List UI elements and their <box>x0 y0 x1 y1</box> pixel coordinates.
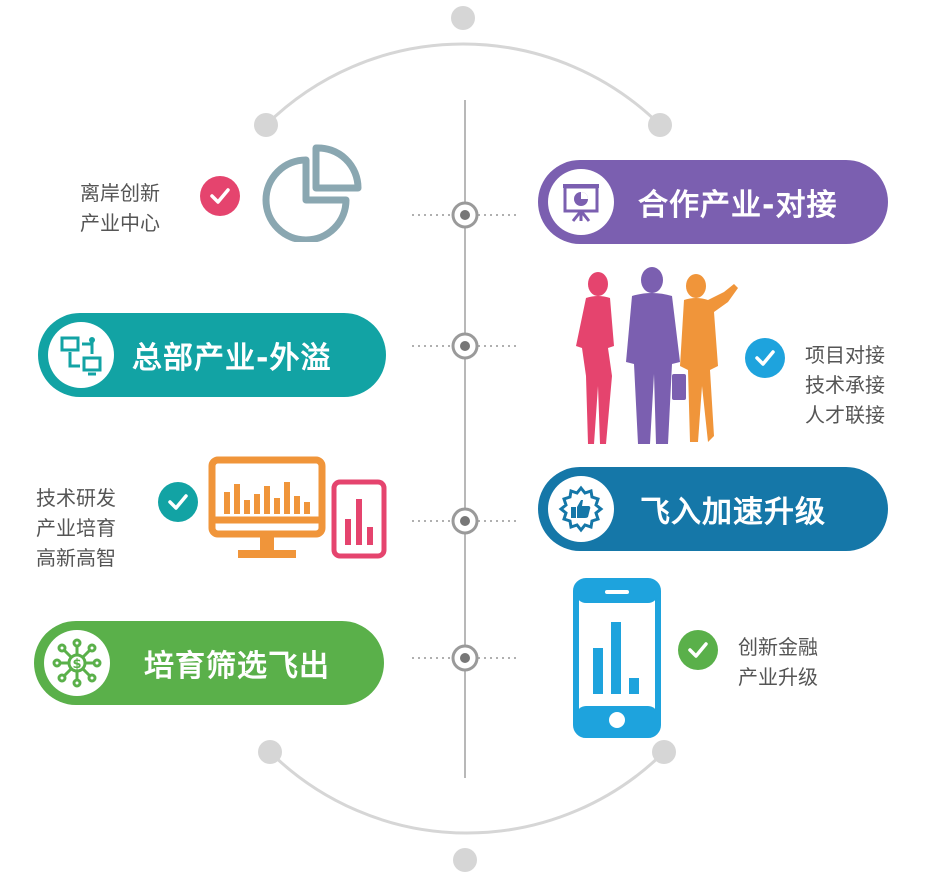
pill-label: 培育筛选飞出 <box>144 649 330 684</box>
note-line: 产业培育 <box>36 516 116 540</box>
note-line: 技术研发 <box>36 486 116 510</box>
arc-dot <box>453 848 477 872</box>
arc-dot <box>451 6 475 30</box>
note-line: 人才联接 <box>805 403 885 427</box>
note-line: 技术承接 <box>805 373 885 397</box>
note-project: 项目对接 技术承接 人才联接 <box>805 340 885 430</box>
arc-dot <box>254 113 278 137</box>
note-line: 项目对接 <box>805 343 885 367</box>
phone-bar-chart-icon <box>573 578 661 738</box>
pill-label: 飞入加速升级 <box>640 495 826 530</box>
check-icon <box>745 338 785 378</box>
check-icon <box>200 176 240 216</box>
thumbs-up-badge-icon <box>548 476 614 542</box>
note-line: 产业中心 <box>80 211 160 235</box>
dollar-network-icon: $ <box>44 630 110 696</box>
check-icon <box>678 630 718 670</box>
note-line: 高新高智 <box>36 546 116 570</box>
connector-node <box>412 644 518 672</box>
check-icon <box>158 482 198 522</box>
business-people-icon <box>576 267 738 444</box>
top-arc <box>264 42 662 127</box>
connector-node <box>412 507 518 535</box>
note-tech: 技术研发 产业培育 高新高智 <box>36 483 116 573</box>
arc-dot <box>648 113 672 137</box>
pill-incubate: $ 培育筛选飞出 <box>34 621 384 705</box>
bottom-arc <box>268 750 666 835</box>
pill-accelerate: 飞入加速升级 <box>538 467 888 551</box>
pie-chart-icon <box>262 144 362 242</box>
presentation-board-icon <box>548 169 614 235</box>
pill-label: 合作产业-对接 <box>638 188 838 223</box>
network-computers-icon <box>48 322 114 388</box>
arc-dot <box>258 740 282 764</box>
pill-cooperation: 合作产业-对接 <box>538 160 888 244</box>
svg-text:$: $ <box>72 657 81 672</box>
note-line: 产业升级 <box>738 665 818 689</box>
note-line: 创新金融 <box>738 635 818 659</box>
note-offshore: 离岸创新 产业中心 <box>80 178 160 238</box>
note-line: 离岸创新 <box>80 181 160 205</box>
note-finance: 创新金融 产业升级 <box>738 632 818 692</box>
tablet-bar-chart-icon <box>331 479 387 559</box>
connector-node <box>412 201 518 229</box>
pill-label: 总部产业-外溢 <box>132 341 332 376</box>
connector-node <box>412 332 518 360</box>
monitor-bar-chart-icon <box>208 456 326 558</box>
arc-dot <box>652 740 676 764</box>
pill-headquarters: 总部产业-外溢 <box>38 313 386 397</box>
